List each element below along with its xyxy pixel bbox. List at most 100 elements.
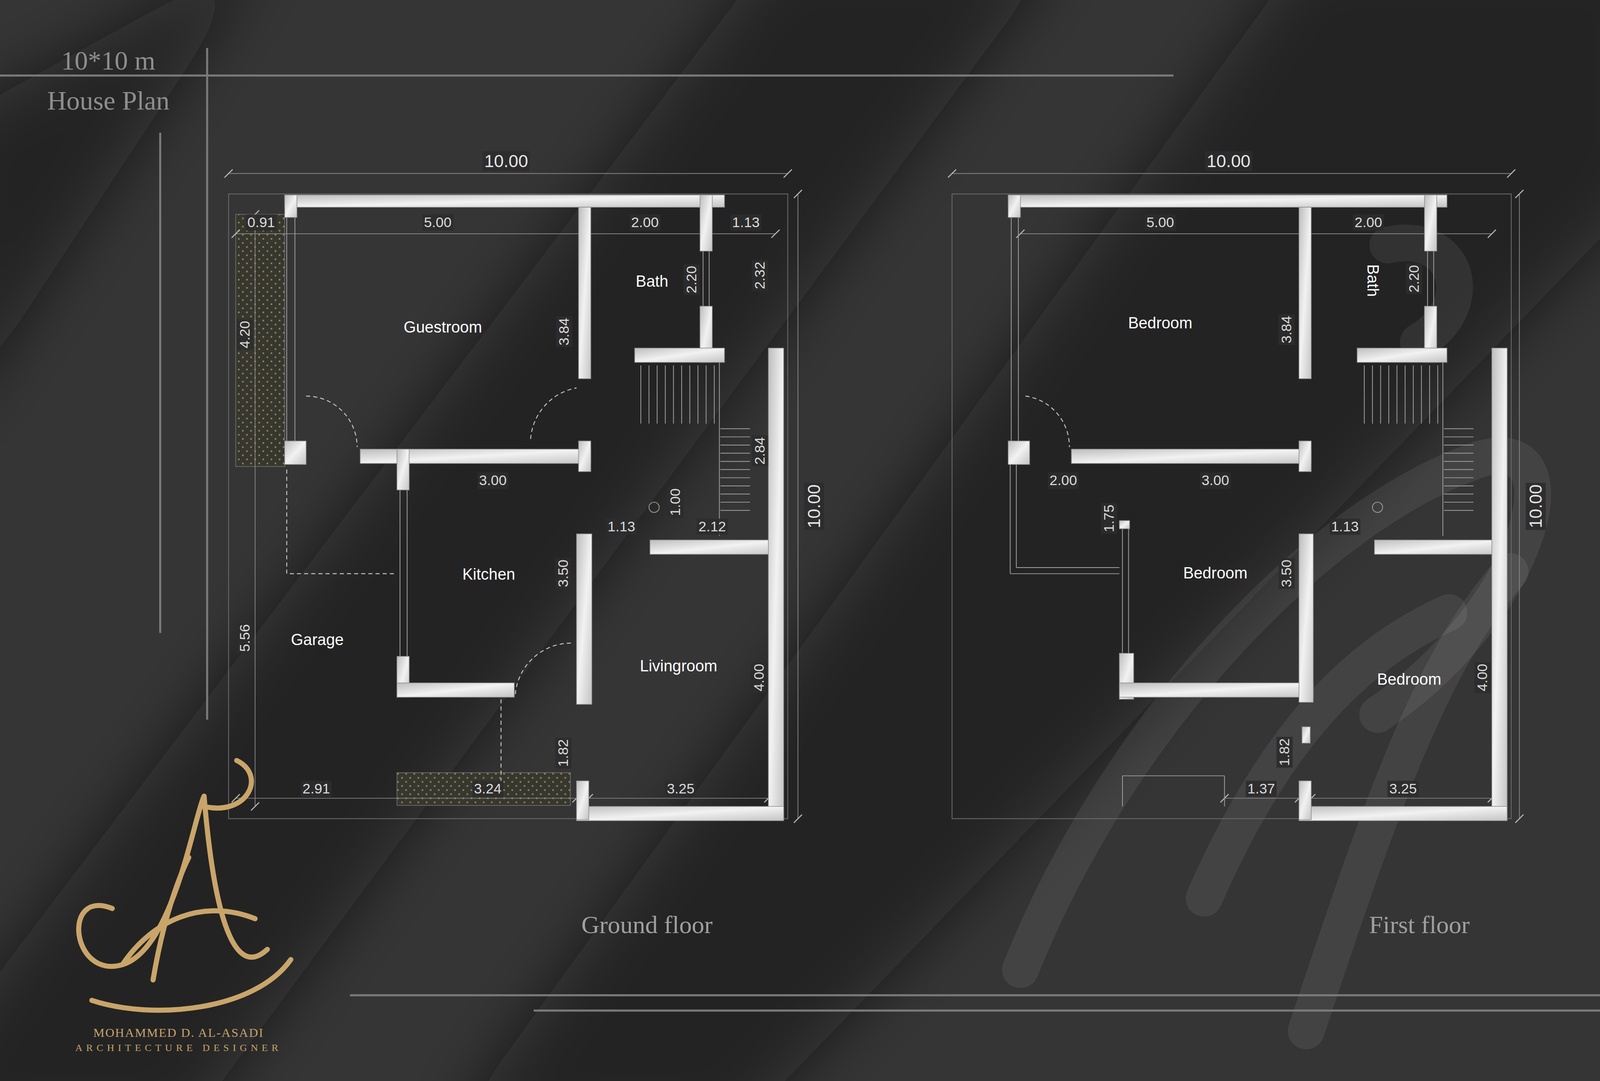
dashed-line <box>306 395 358 447</box>
thin-line <box>1443 436 1474 438</box>
thin-line <box>1429 365 1430 424</box>
frame-line <box>533 1009 1600 1012</box>
dimension-value: 1.13 <box>730 214 762 231</box>
thin-line <box>1433 250 1435 307</box>
thin-line <box>1443 493 1474 495</box>
overall-dimension: 10.00 <box>482 151 530 172</box>
wall <box>1299 533 1314 703</box>
dimension-value: 0.91 <box>245 214 277 231</box>
dimension-line <box>1311 797 1492 799</box>
dimension-value: 1.75 <box>1100 502 1118 534</box>
designer-title: ARCHITECTURE DESIGNER <box>73 1042 284 1054</box>
dimension-value: 2.12 <box>696 518 728 535</box>
dimension-value: 3.25 <box>665 780 696 798</box>
thin-line <box>1380 365 1381 424</box>
dimension-tick <box>250 802 260 811</box>
dashed-line <box>500 699 502 786</box>
dimension-value: 2.00 <box>1047 472 1079 489</box>
dimension-value: 1.82 <box>555 737 572 769</box>
thin-line <box>1010 217 1012 441</box>
watermark-stroke <box>1387 242 1455 342</box>
stair-post <box>649 502 660 513</box>
dimension-line <box>797 193 799 819</box>
wall <box>397 449 410 490</box>
thin-line <box>720 501 750 503</box>
thin-line <box>720 428 750 430</box>
stair-post <box>1372 502 1383 513</box>
watermark-stroke <box>1020 455 1533 970</box>
dimension-value: 3.50 <box>555 557 572 589</box>
dimension-value: 2.91 <box>300 780 332 798</box>
dimension-value: 2.20 <box>1406 262 1423 294</box>
thin-line <box>713 365 715 424</box>
frame-line <box>206 47 209 720</box>
dimension-line <box>1224 797 1300 799</box>
thin-line <box>1010 573 1120 575</box>
thin-line <box>399 490 401 657</box>
wall <box>284 195 297 218</box>
wall <box>576 806 784 821</box>
dimension-value: 3.00 <box>477 472 509 489</box>
overall-dimension: 10.00 <box>804 482 825 530</box>
dashed-line <box>515 642 572 694</box>
thin-line <box>286 217 288 441</box>
dimension-value: 4.00 <box>750 662 768 693</box>
dimension-tick <box>793 190 803 199</box>
dimension-tick <box>783 169 793 178</box>
thin-line <box>1372 365 1373 424</box>
thin-line <box>720 436 750 438</box>
thin-line <box>1443 510 1474 511</box>
thin-line <box>1224 775 1225 807</box>
thin-line <box>1443 428 1474 430</box>
dimension-line <box>228 173 788 175</box>
thin-line <box>1016 567 1120 568</box>
wall <box>1302 726 1311 743</box>
thin-line <box>1443 501 1474 503</box>
thin-line <box>1122 775 1225 777</box>
wall <box>1357 347 1448 363</box>
thin-line <box>720 460 750 462</box>
thin-line <box>1122 528 1123 654</box>
dimension-value: 1.00 <box>667 486 684 518</box>
dimension-value: 3.24 <box>472 780 504 798</box>
thin-line <box>672 365 674 424</box>
shadow-band <box>0 0 266 429</box>
wall <box>650 540 783 555</box>
wall <box>1424 195 1437 252</box>
dimension-value: 1.13 <box>1329 518 1361 535</box>
thin-line <box>720 452 750 454</box>
planter-hatch <box>397 772 571 805</box>
thin-line <box>1443 460 1474 462</box>
dimension-value: 3.50 <box>1278 557 1295 589</box>
wall <box>1008 195 1448 208</box>
wall <box>700 195 713 252</box>
wall <box>1119 520 1130 529</box>
dimension-value: 5.56 <box>236 622 253 654</box>
thin-line <box>702 250 704 307</box>
dimension-value: 3.25 <box>1387 780 1419 798</box>
thin-line <box>1363 365 1365 424</box>
thin-line <box>689 365 691 424</box>
dimension-line <box>235 233 776 235</box>
thin-line <box>406 490 408 657</box>
dimension-tick <box>231 229 240 238</box>
wall <box>634 347 725 363</box>
wall <box>397 682 515 698</box>
dimension-line <box>1020 233 1492 235</box>
logo-monogram <box>204 760 252 808</box>
overall-dimension: 10.00 <box>1525 482 1546 530</box>
thin-line <box>681 365 683 424</box>
dimension-tick <box>1515 814 1524 823</box>
wall <box>1119 682 1314 698</box>
frame-line <box>350 994 1600 997</box>
wall <box>1299 780 1312 820</box>
thin-line <box>1443 469 1474 470</box>
thin-line <box>656 365 658 424</box>
thin-line <box>720 444 750 446</box>
dimension-lines <box>224 169 1524 823</box>
thin-line <box>720 477 750 478</box>
thin-line <box>1412 365 1414 424</box>
